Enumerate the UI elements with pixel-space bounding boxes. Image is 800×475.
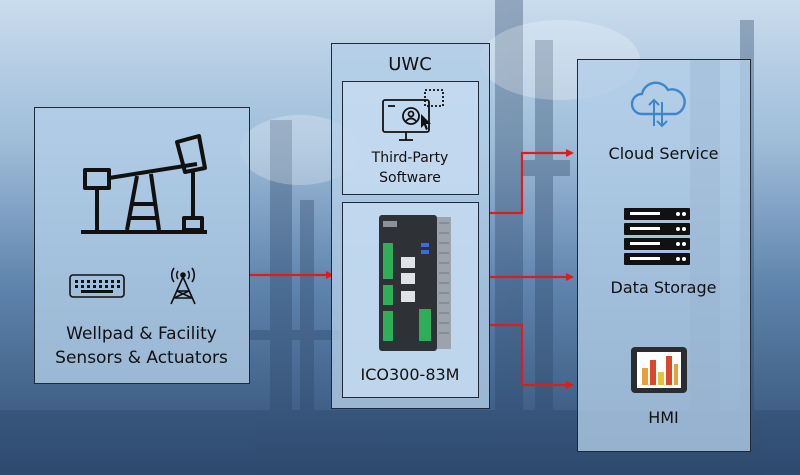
software-label-line2: Software [379, 170, 441, 186]
software-label-line1: Third-Party [371, 150, 449, 166]
radio-tower-icon [170, 267, 196, 305]
hmi-tablet-icon [631, 347, 687, 393]
keyboard-icon [69, 274, 125, 298]
uwc-title: UWC [388, 54, 432, 75]
third-party-software-box: Third-Party Software [342, 81, 479, 195]
device-label: ICO300-83M [360, 365, 460, 384]
cloud-service-label: Cloud Service [608, 144, 719, 163]
sensors-label-line1: Wellpad & Facility [66, 324, 217, 344]
uwc-panel: UWC Third-Party Software [331, 43, 490, 409]
oil-pump-jack-icon [81, 134, 207, 234]
server-rack-icon [624, 208, 690, 265]
sensors-panel: Wellpad & Facility Sensors & Actuators [34, 107, 250, 384]
data-storage-label: Data Storage [610, 278, 717, 297]
sensors-label-line2: Sensors & Actuators [55, 348, 228, 368]
monitor-user-icon [382, 89, 444, 141]
industrial-computer-device [379, 215, 451, 351]
hmi-label: HMI [648, 408, 679, 427]
cloud-sync-icon [630, 81, 686, 128]
services-panel: Cloud Service Data Storage [577, 59, 751, 452]
device-box: ICO300-83M [342, 202, 479, 398]
